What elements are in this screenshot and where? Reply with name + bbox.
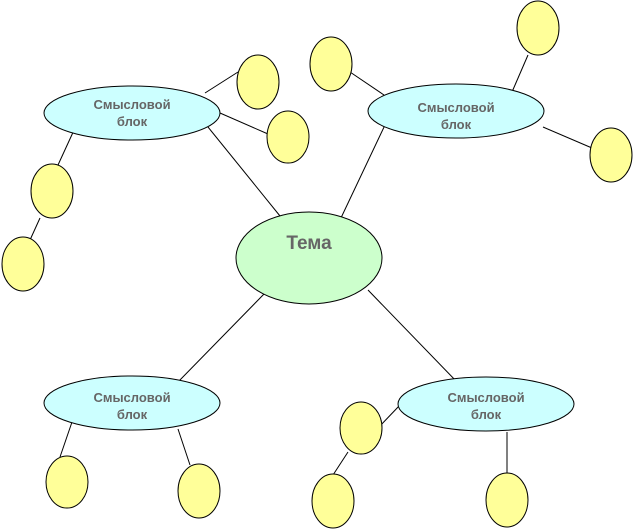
connector-topic-block-bottom-right <box>367 289 458 383</box>
connector-block-leaf <box>349 71 385 96</box>
leaf-node <box>236 54 280 110</box>
semantic-block-bottom-left: Смысловой блок <box>43 375 221 431</box>
semantic-block-label: Смысловой <box>447 390 524 405</box>
connector-topic-block-top-right <box>339 124 386 221</box>
semantic-block-label: блок <box>441 117 472 132</box>
leaf-node <box>339 401 383 455</box>
connector-leaf-leaf <box>29 217 41 241</box>
leaf-node <box>266 110 310 164</box>
leaf-node <box>1 236 45 292</box>
connector-leaf-leaf <box>332 451 349 476</box>
semantic-block-shape <box>397 376 575 432</box>
connector-topic-block-top-left <box>207 126 281 217</box>
leaf-node <box>30 163 74 219</box>
leaf-node <box>589 127 633 183</box>
leaf-node <box>45 455 89 509</box>
semantic-block-shape <box>367 83 545 139</box>
connector-block-leaf <box>57 127 76 166</box>
semantic-block-bottom-right: Смысловой блок <box>397 376 575 432</box>
semantic-block-label: Смысловой <box>417 100 494 115</box>
semantic-block-top-right: Смысловой блок <box>367 83 545 139</box>
leaf-node <box>309 36 353 92</box>
topic-shape <box>235 211 383 305</box>
connector-topic-block-bottom-left <box>177 292 266 383</box>
connector-block-leaf <box>219 112 269 135</box>
topic-label: Тема <box>286 233 332 254</box>
leaf-node <box>516 0 560 56</box>
semantic-block-shape <box>43 375 221 431</box>
semantic-block-label: блок <box>117 114 148 129</box>
semantic-block-shape <box>43 85 221 141</box>
connector-block-leaf <box>204 71 239 94</box>
semantic-block-label: блок <box>471 407 502 422</box>
leaf-node <box>177 463 221 519</box>
connector-block-leaf <box>542 126 593 149</box>
connector-block-leaf <box>177 428 191 466</box>
topic-node: Тема <box>235 211 383 305</box>
semantic-block-label: Смысловой <box>93 97 170 112</box>
semantic-block-label: Смысловой <box>93 390 170 405</box>
connector-block-leaf <box>511 54 529 93</box>
connector-block-leaf <box>59 421 73 458</box>
leaf-node <box>311 473 355 529</box>
leaf-node <box>485 472 529 528</box>
semantic-block-label: блок <box>117 407 148 422</box>
semantic-block-top-left: Смысловой блок <box>43 85 221 141</box>
